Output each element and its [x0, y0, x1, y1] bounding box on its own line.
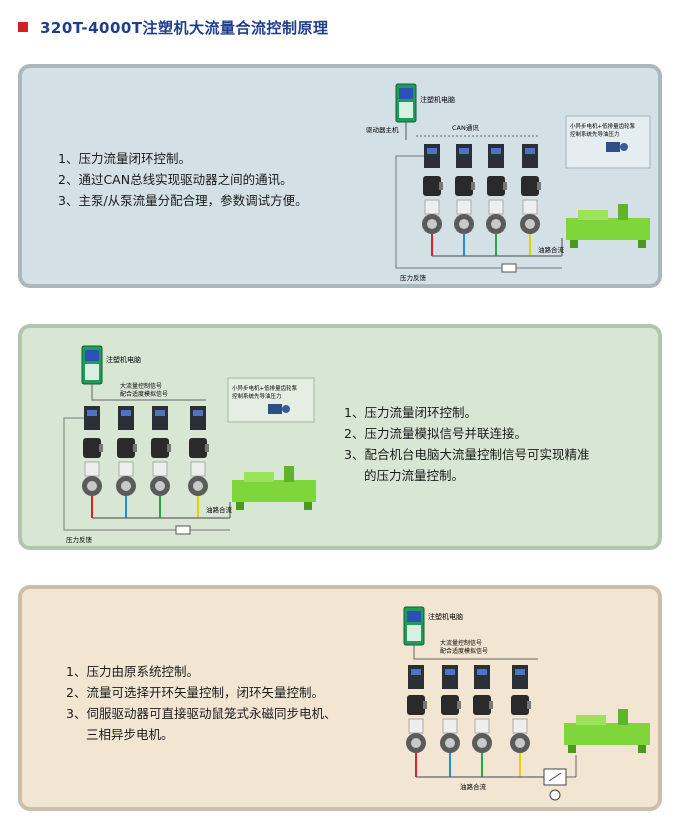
- drive-unit: [188, 406, 209, 496]
- drive-unit: [472, 665, 493, 753]
- feature-item: 1、压力由原系统控制。: [66, 664, 199, 679]
- panel-analog-parallel-control: 注塑机电脑 大流量控制信号 配合适度模拟信号 小异步电机+低排量齿轮泵 控制系统…: [18, 324, 662, 550]
- title-bullet-icon: [18, 22, 28, 32]
- controller-label: 注塑机电脑: [428, 612, 463, 621]
- drive-unit: [422, 144, 443, 234]
- relief-valve-icon: [543, 755, 577, 801]
- controller-label: 注塑机电脑: [420, 95, 455, 104]
- page-title: 320T-4000T注塑机大流量合流控制原理: [40, 18, 329, 37]
- feature-item: 三相异步电机。: [86, 727, 174, 742]
- page-header: 320T-4000T注塑机大流量合流控制原理: [18, 16, 329, 38]
- pump-outlet-pipes: [415, 753, 546, 778]
- pilot-pump-note: 小异步电机+低排量齿轮泵 控制系统先导油压力: [227, 377, 315, 423]
- pilot-pump-note: 小异步电机+低排量齿轮泵 控制系统先导油压力: [565, 115, 651, 169]
- oil-merge-label: 油路合流: [460, 782, 487, 791]
- drive-units: [406, 665, 531, 753]
- oil-merge-label: 油路合流: [206, 505, 233, 514]
- panel-1-feature-list: 1、压力流量闭环控制。 2、通过CAN总线实现驱动器之间的通讯。 3、主泵/从泵…: [58, 148, 308, 211]
- injection-machine-icon: [564, 709, 650, 753]
- feature-item: 1、压力流量闭环控制。: [344, 405, 477, 420]
- feature-item: 的压力流量控制。: [364, 468, 465, 483]
- injection-machine-icon: [566, 204, 650, 248]
- feature-item: 3、配合机台电脑大流量控制信号可实现精准: [344, 447, 590, 462]
- master-drive-label: 驱动器主机: [366, 125, 399, 134]
- signal-label-1: 大流量控制信号: [120, 382, 162, 390]
- pressure-feedback-line: [63, 417, 230, 535]
- pressure-feedback-label: 压力反馈: [400, 273, 427, 282]
- pump-outlet-pipes: [431, 234, 563, 257]
- oil-merge-label: 油路合流: [538, 245, 565, 254]
- drive-unit: [406, 665, 427, 753]
- feature-item: 3、主泵/从泵流量分配合理，参数调试方便。: [58, 193, 308, 208]
- pressure-feedback-line: [395, 155, 562, 273]
- feature-item: 3、伺服驱动器可直接驱动鼠笼式永磁同步电机、: [66, 706, 337, 721]
- controller-label: 注塑机电脑: [106, 355, 141, 364]
- feature-item: 1、压力流量闭环控制。: [58, 151, 191, 166]
- panel-2-feature-list: 1、压力流量闭环控制。 2、压力流量模拟信号并联连接。 3、配合机台电脑大流量控…: [344, 402, 589, 486]
- pump-outlet-pipes: [91, 496, 231, 519]
- feature-item: 2、通过CAN总线实现驱动器之间的通讯。: [58, 172, 293, 187]
- drive-units: [82, 406, 209, 496]
- feature-item: 2、流量可选择开环矢量控制，闭环矢量控制。: [66, 685, 324, 700]
- svg-text:小异步电机+低排量齿轮泵: 小异步电机+低排量齿轮泵: [570, 122, 636, 130]
- signal-label-2: 配合适度模拟信号: [120, 390, 168, 398]
- drive-unit: [486, 144, 507, 234]
- drive-units: [422, 144, 541, 234]
- drive-unit: [116, 406, 137, 496]
- drive-unit: [520, 144, 541, 234]
- panel-original-system-control: 1、压力由原系统控制。 2、流量可选择开环矢量控制，闭环矢量控制。 3、伺服驱动…: [18, 585, 662, 811]
- panel-1-system-diagram: 注塑机电脑 驱动器主机 CAN通讯 小异步电机+低排量齿轮泵 控制系统先导油压力: [366, 83, 651, 282]
- can-label: CAN通讯: [452, 123, 479, 132]
- drive-unit: [82, 406, 103, 496]
- injection-machine-icon: [232, 466, 316, 510]
- svg-text:控制系统先导油压力: 控制系统先导油压力: [232, 392, 282, 400]
- signal-label-1: 大流量控制信号: [440, 639, 482, 647]
- controller-icon: [403, 606, 425, 646]
- panel-3-feature-list: 1、压力由原系统控制。 2、流量可选择开环矢量控制，闭环矢量控制。 3、伺服驱动…: [66, 661, 336, 745]
- controller-icon: [81, 345, 103, 385]
- svg-text:控制系统先导油压力: 控制系统先导油压力: [570, 130, 620, 138]
- panel-can-bus-control: 1、压力流量闭环控制。 2、通过CAN总线实现驱动器之间的通讯。 3、主泵/从泵…: [18, 64, 662, 288]
- panel-2-system-diagram: 注塑机电脑 大流量控制信号 配合适度模拟信号 小异步电机+低排量齿轮泵 控制系统…: [63, 345, 316, 544]
- feature-item: 2、压力流量模拟信号并联连接。: [344, 426, 527, 441]
- drive-unit: [440, 665, 461, 753]
- controller-icon: [395, 83, 417, 123]
- drive-unit: [454, 144, 475, 234]
- panel-3-system-diagram: 注塑机电脑 大流量控制信号 配合适度模拟信号: [403, 606, 650, 801]
- pressure-feedback-label: 压力反馈: [66, 535, 93, 544]
- signal-label-2: 配合适度模拟信号: [440, 647, 488, 655]
- svg-text:小异步电机+低排量齿轮泵: 小异步电机+低排量齿轮泵: [232, 384, 298, 392]
- drive-unit: [510, 665, 531, 753]
- drive-unit: [150, 406, 171, 496]
